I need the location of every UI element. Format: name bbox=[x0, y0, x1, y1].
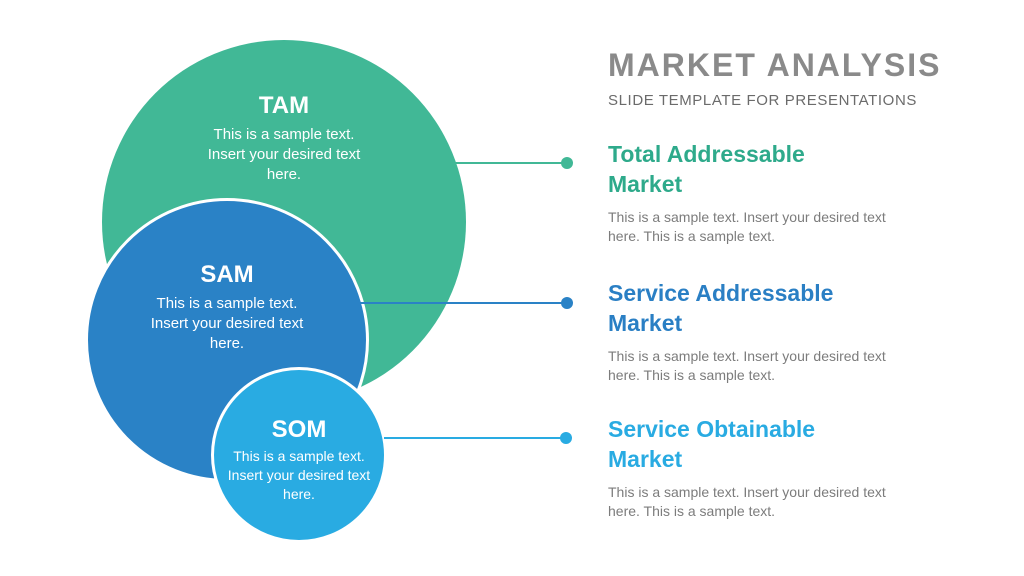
section-heading: Service Addressable Market bbox=[608, 280, 834, 336]
sam-circle-label: SAM bbox=[200, 261, 254, 288]
sam-circle-text: This is a sample text. Insert your desir… bbox=[150, 294, 304, 353]
section-body: This is a sample text. Insert your desir… bbox=[608, 208, 886, 245]
section-service-obtainable-market: Service Obtainable Market This is a samp… bbox=[608, 415, 948, 521]
section-heading: Service Obtainable Market bbox=[608, 416, 816, 472]
section-total-addressable-market: Total Addressable Market This is a sampl… bbox=[608, 140, 948, 246]
tam-circle-text: This is a sample text. Insert your desir… bbox=[207, 125, 361, 184]
tam-connector-dot bbox=[561, 157, 573, 169]
som-connector-dot bbox=[560, 432, 572, 444]
tam-connector-line bbox=[440, 162, 567, 164]
section-heading: Total Addressable Market bbox=[608, 141, 805, 197]
section-body: This is a sample text. Insert your desir… bbox=[608, 483, 886, 520]
tam-circle-label: TAM bbox=[258, 92, 310, 119]
sam-connector-dot bbox=[561, 297, 573, 309]
som-connector-line bbox=[384, 437, 567, 439]
som-circle-text: This is a sample text. Insert your desir… bbox=[227, 447, 371, 502]
section-service-addressable-market: Service Addressable Market This is a sam… bbox=[608, 279, 948, 385]
som-circle-label: SOM bbox=[271, 416, 327, 443]
section-body: This is a sample text. Insert your desir… bbox=[608, 347, 886, 384]
slide-title: MARKET ANALYSIS bbox=[608, 47, 942, 83]
som-circle: SOM This is a sample text. Insert your d… bbox=[211, 367, 387, 543]
slide-subtitle: SLIDE TEMPLATE FOR PRESENTATIONS bbox=[608, 92, 917, 110]
slide-header: MARKET ANALYSIS SLIDE TEMPLATE FOR PRESE… bbox=[608, 47, 1008, 110]
sam-connector-line bbox=[352, 302, 567, 304]
